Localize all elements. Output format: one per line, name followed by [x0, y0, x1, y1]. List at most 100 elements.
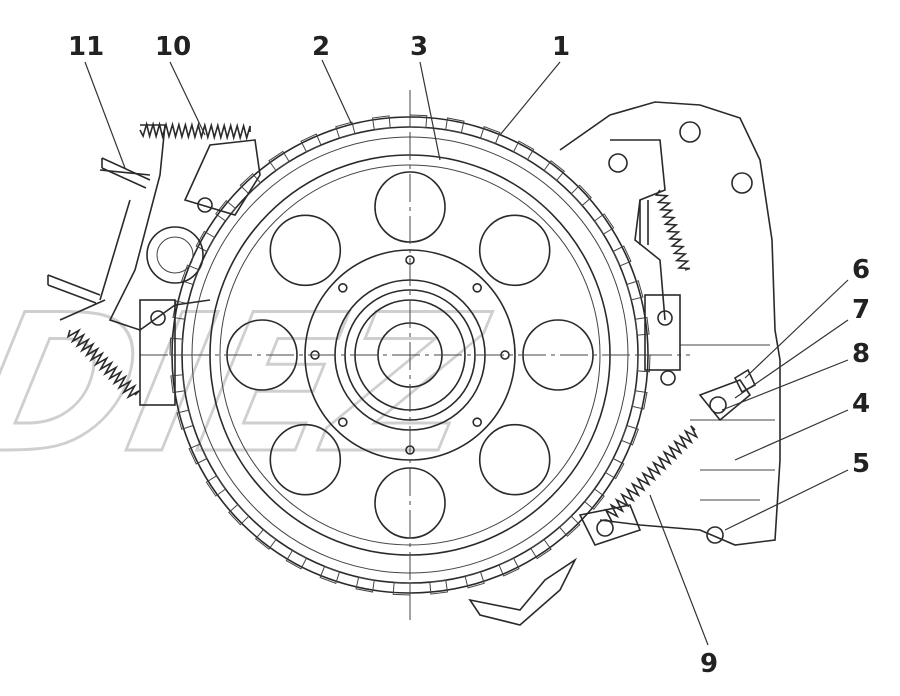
hub-bolt-hole: [337, 417, 348, 428]
callout-9: 9: [700, 649, 718, 679]
disc-tooth: [195, 230, 216, 253]
disc-tooth: [355, 576, 375, 593]
disc-tooth: [205, 475, 227, 497]
disc-tooth: [604, 457, 625, 480]
leader-8: [721, 359, 849, 411]
disc-tooth: [371, 115, 391, 131]
lower-lever-bolt: [596, 519, 614, 537]
leader-5: [724, 469, 849, 531]
disc-tooth: [254, 528, 277, 550]
disc-tooth: [612, 245, 632, 267]
disc-tooth: [188, 443, 208, 465]
leader-3: [419, 61, 441, 161]
lower-bolt: [47, 274, 101, 304]
callout-5: 5: [852, 449, 870, 479]
leader-11: [84, 61, 126, 169]
watermark: DIEZ: [0, 275, 501, 496]
disc-tooth: [530, 538, 552, 560]
disc-tooth: [512, 140, 535, 161]
disc-window: [269, 214, 342, 287]
disc-tooth: [429, 579, 449, 595]
callout-3: 3: [410, 32, 428, 62]
right-spring: [654, 189, 691, 271]
right-rod: [639, 200, 649, 245]
right-lever-bolt: [657, 310, 673, 326]
disc-tooth: [626, 280, 644, 301]
right-lever-plate: [644, 294, 681, 371]
bottom-bracket: [468, 557, 578, 626]
disc-tooth: [300, 133, 322, 153]
left-lever-pivot-inner: [156, 236, 194, 274]
leader-7: [734, 319, 849, 399]
disc-tooth: [634, 316, 650, 336]
disc-tooth: [583, 488, 605, 511]
disc-tooth: [593, 213, 615, 235]
disc-tooth: [409, 114, 428, 129]
housing-bolt: [706, 526, 724, 544]
callout-11: 11: [68, 32, 104, 62]
disc-tooth: [620, 424, 639, 446]
disc-tooth: [228, 503, 250, 526]
disc-tooth: [445, 117, 465, 134]
hub-bolt-hole: [472, 417, 483, 428]
leader-10: [169, 61, 206, 136]
disc-tooth: [335, 121, 356, 139]
disc-tooth: [215, 199, 237, 222]
callout-6: 6: [852, 255, 870, 285]
lower-lever: [578, 504, 642, 546]
hub-bolt-hole: [472, 282, 483, 293]
housing-bolt: [679, 121, 701, 143]
spring-9: [604, 425, 699, 523]
upper-lever-bolt: [197, 197, 213, 213]
disc-tooth: [181, 264, 200, 286]
disc-tooth: [172, 300, 189, 320]
disc-tooth: [239, 173, 262, 195]
disc-tooth: [464, 571, 485, 589]
leader-6: [744, 279, 849, 379]
housing-bolt: [608, 153, 628, 173]
disc-tooth: [285, 549, 308, 570]
leader-1: [499, 61, 561, 136]
callout-10: 10: [155, 32, 191, 62]
callout-2: 2: [312, 32, 330, 62]
callout-1: 1: [552, 32, 570, 62]
disc-tooth: [176, 409, 194, 430]
upper-lever: [183, 139, 261, 216]
disc-tooth: [268, 150, 290, 172]
left-lever-plate: [139, 299, 176, 406]
leader-9: [649, 494, 709, 646]
disc-tooth: [558, 515, 581, 537]
hub-bolt-hole: [337, 282, 348, 293]
disc-tooth: [570, 184, 592, 207]
callout-7: 7: [852, 295, 870, 325]
disc-tooth: [543, 160, 566, 182]
disc-window: [478, 214, 551, 287]
leader-4: [734, 409, 849, 461]
lever-pin-6: [733, 368, 757, 394]
disc-teeth: [169, 114, 651, 596]
adjusting-bolt-11: [101, 157, 151, 189]
leader-2: [321, 59, 353, 126]
disc-window: [269, 423, 342, 496]
housing-inner: [680, 344, 775, 501]
lever-pivot-7: [709, 396, 727, 414]
housing-outline: [559, 101, 781, 546]
right-lever-bolt: [660, 370, 676, 386]
disc-tooth: [319, 565, 341, 584]
spring-10: [139, 121, 251, 141]
housing-bolt: [731, 172, 753, 194]
left-lever-bolt: [150, 310, 166, 326]
disc-window: [478, 423, 551, 496]
disc-tooth: [498, 557, 520, 577]
disc-tooth: [631, 390, 648, 410]
disc-tooth: [479, 126, 501, 145]
lower-left-spring: [66, 328, 140, 400]
right-upper-lever: [610, 139, 666, 321]
callout-4: 4: [852, 389, 870, 419]
disc-tooth: [392, 581, 411, 596]
disc-tooth: [170, 374, 186, 394]
callout-8: 8: [852, 339, 870, 369]
left-lever-pivot: [146, 226, 204, 284]
